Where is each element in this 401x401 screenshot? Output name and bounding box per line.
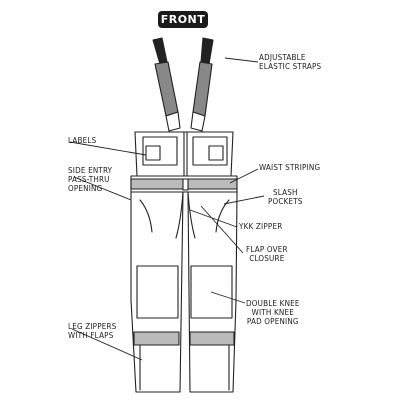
view-title-badge: FRONT xyxy=(158,11,208,28)
leg-stripe-left xyxy=(133,331,180,346)
slash-pocket-right xyxy=(215,199,230,233)
callout-leg-zippers: LEG ZIPPERS WITH FLAPS xyxy=(68,322,117,340)
slash-pocket-left xyxy=(139,199,153,233)
callout-side-entry: SIDE ENTRY PASS-THRU OPENING xyxy=(68,166,113,193)
knee-pad-left xyxy=(136,265,179,319)
chest-pockets xyxy=(142,136,228,166)
waist-zipper-pull xyxy=(182,178,189,191)
left-strap xyxy=(152,37,181,132)
leg-stripe-right xyxy=(189,331,235,346)
callout-ykk-zipper: YKK ZIPPER xyxy=(239,222,283,231)
right-strap xyxy=(190,37,214,132)
callout-double-knee: DOUBLE KNEE WITH KNEE PAD OPENING xyxy=(246,299,300,326)
callout-labels: LABELS xyxy=(68,136,97,145)
callout-slash-pockets: SLASH POCKETS xyxy=(268,188,303,206)
fly xyxy=(175,191,196,239)
callout-waist-striping: WAIST STRIPING xyxy=(259,163,321,172)
callout-flap-over-closure: FLAP OVER CLOSURE xyxy=(246,245,288,263)
callout-adjustable-straps: ADJUSTABLE ELASTIC STRAPS xyxy=(259,53,322,71)
